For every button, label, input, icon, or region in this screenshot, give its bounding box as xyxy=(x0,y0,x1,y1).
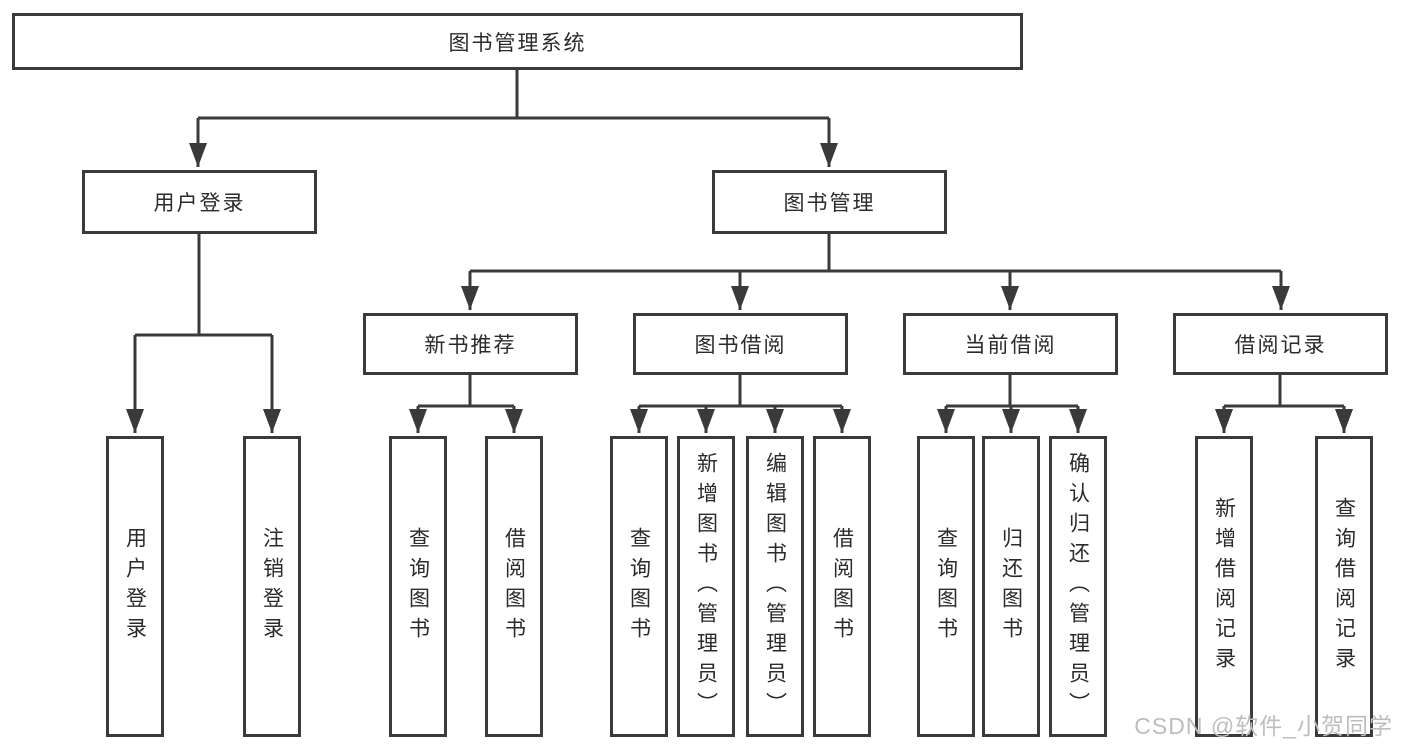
node-user-login-label: 用户登录 xyxy=(153,192,246,215)
leaf-confirm-return-admin: 确认归还（管理员） xyxy=(1049,436,1107,737)
leaf-add-borrow-record: 新增借阅记录 xyxy=(1195,436,1253,737)
leaf-borrow-books-recommend: 借阅图书 xyxy=(485,436,543,737)
node-borrowing-records-label: 借阅记录 xyxy=(1234,334,1327,357)
node-user-login: 用户登录 xyxy=(82,170,317,234)
leaf-query-books-recommend: 查询图书 xyxy=(389,436,447,737)
leaf-query-books-current: 查询图书 xyxy=(917,436,975,737)
node-root-system: 图书管理系统 xyxy=(12,13,1023,70)
leaf-query-books-borrowing: 查询图书 xyxy=(610,436,668,737)
node-root-label: 图书管理系统 xyxy=(448,31,587,55)
leaf-borrow-books-borrowing: 借阅图书 xyxy=(813,436,871,737)
node-book-borrowing: 图书借阅 xyxy=(633,313,848,375)
node-book-borrowing-label: 图书借阅 xyxy=(694,334,787,357)
leaf-user-login: 用户登录 xyxy=(106,436,164,737)
csdn-watermark: CSDN @软件_小贺同学 xyxy=(1134,713,1393,739)
leaf-edit-book-admin: 编辑图书（管理员） xyxy=(746,436,804,737)
node-book-management-label: 图书管理 xyxy=(783,192,876,215)
leaf-query-borrow-record: 查询借阅记录 xyxy=(1315,436,1373,737)
node-book-management: 图书管理 xyxy=(712,170,947,234)
leaf-add-book-admin: 新增图书（管理员） xyxy=(677,436,735,737)
node-new-book-recommend: 新书推荐 xyxy=(363,313,578,375)
leaf-return-book: 归还图书 xyxy=(982,436,1040,737)
node-new-book-recommend-label: 新书推荐 xyxy=(424,334,517,357)
leaf-logout: 注销登录 xyxy=(243,436,301,737)
node-borrowing-records: 借阅记录 xyxy=(1173,313,1388,375)
node-current-borrowing: 当前借阅 xyxy=(903,313,1118,375)
node-current-borrowing-label: 当前借阅 xyxy=(964,334,1057,357)
